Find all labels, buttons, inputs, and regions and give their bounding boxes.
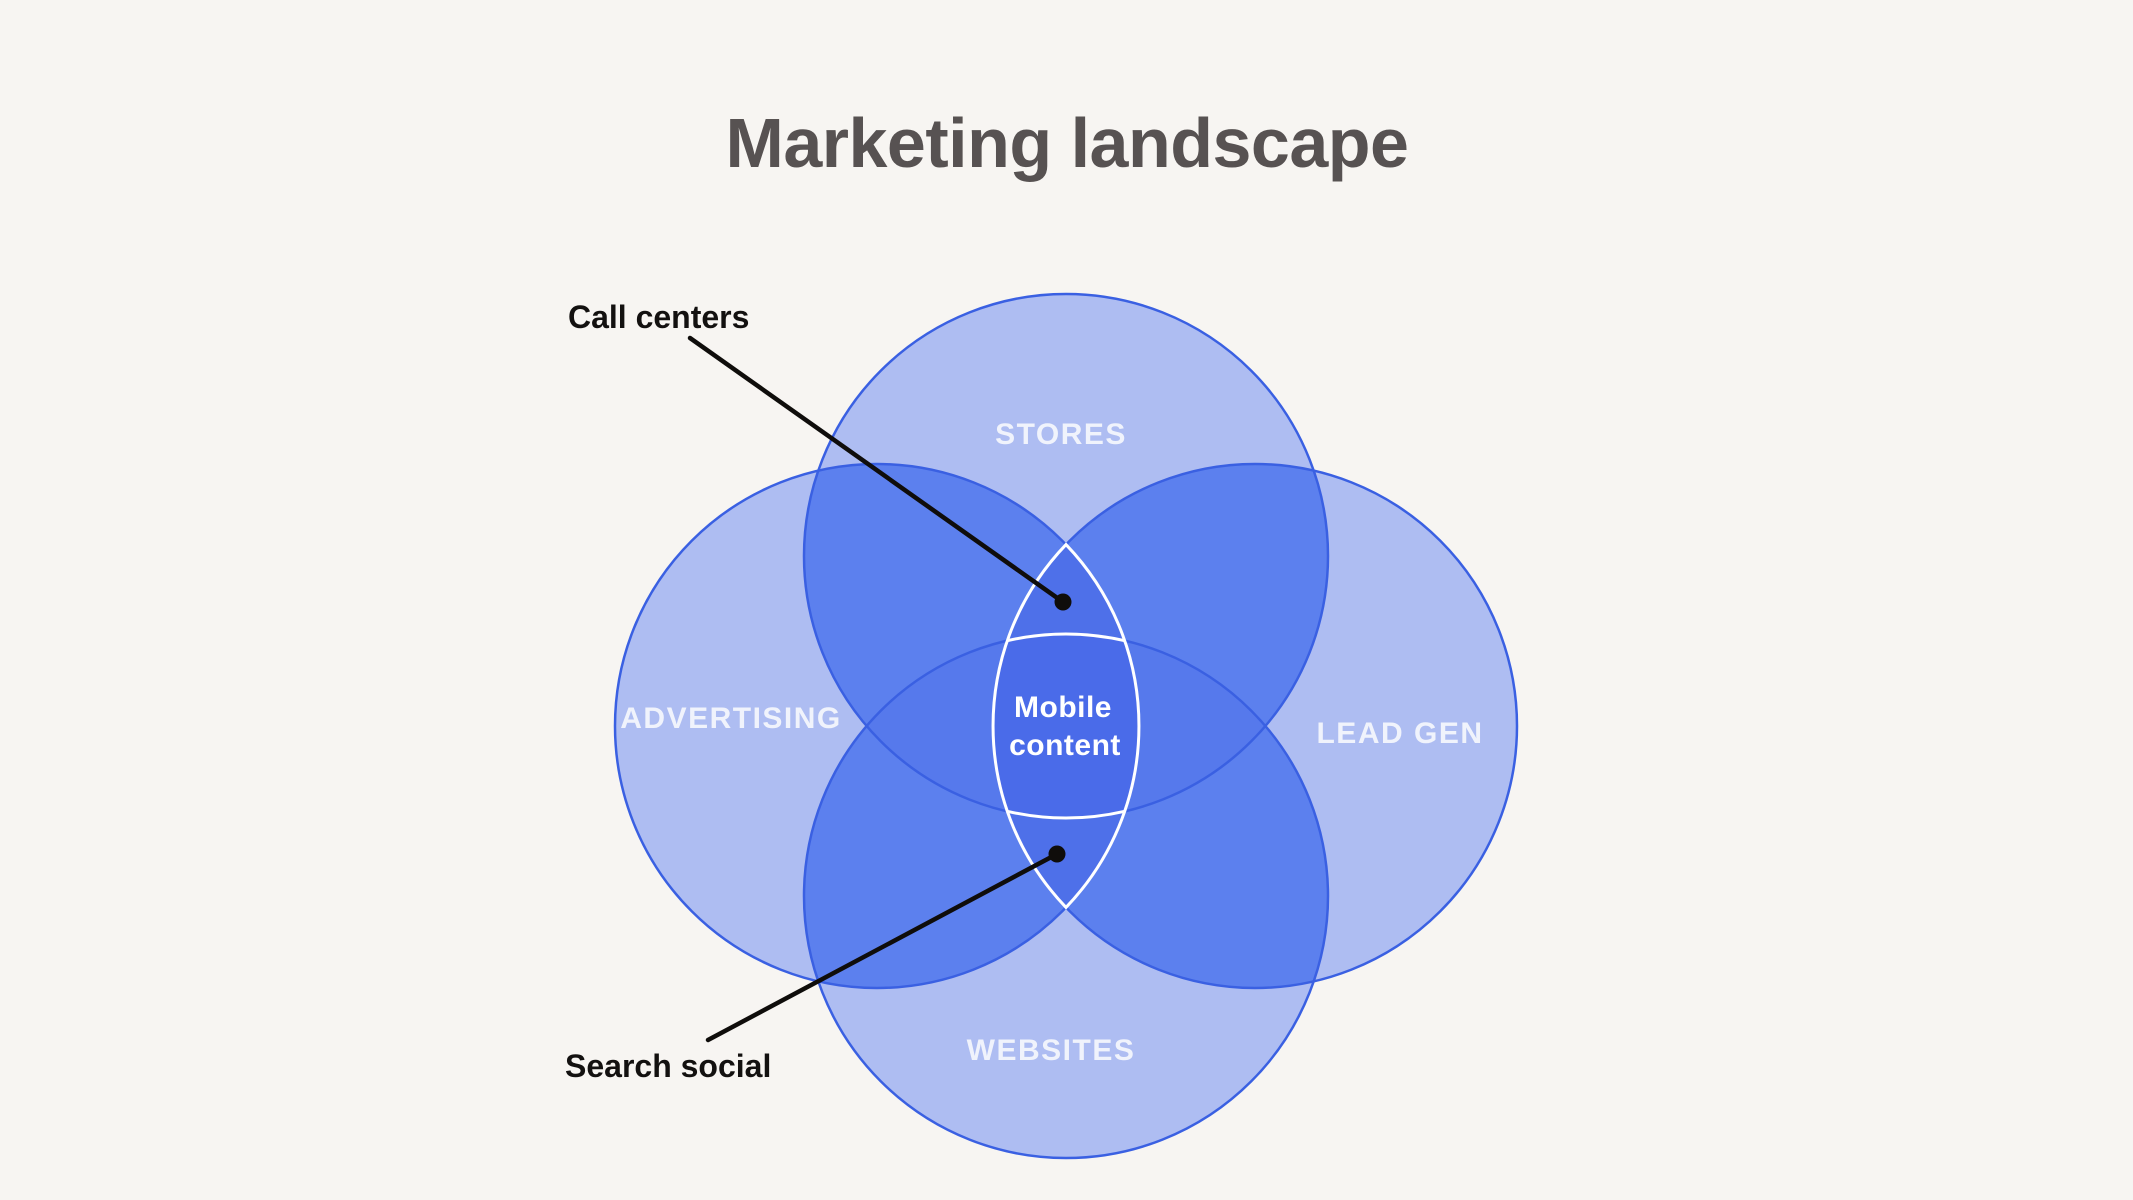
callout-search-social: Search social bbox=[565, 845, 1066, 1084]
center-label-line2: content bbox=[1009, 729, 1121, 762]
overlap-center-region bbox=[993, 634, 1139, 818]
center-label: Mobile content bbox=[1009, 691, 1121, 762]
center-label-line1: Mobile bbox=[1014, 691, 1112, 724]
center-lens-white-outlines bbox=[991, 542, 1141, 910]
search-social-pointer-dot bbox=[1048, 845, 1066, 863]
search-social-pointer-line bbox=[705, 851, 1060, 1043]
top-crossing-white-arc bbox=[1006, 632, 1126, 643]
vertical-lens-white-outline bbox=[991, 542, 1141, 910]
set-labels: STORES ADVERTISING LEAD GEN WEBSITES bbox=[620, 418, 1483, 1067]
call-centers-label: Call centers bbox=[568, 299, 749, 335]
leadgen-label: LEAD GEN bbox=[1316, 717, 1483, 750]
websites-label: WEBSITES bbox=[967, 1034, 1136, 1067]
call-centers-pointer-dot bbox=[1054, 593, 1072, 611]
search-social-label: Search social bbox=[565, 1048, 771, 1084]
callout-call-centers: Call centers bbox=[568, 299, 1072, 611]
stores-label: STORES bbox=[995, 418, 1127, 451]
page-title: Marketing landscape bbox=[726, 104, 1409, 182]
advertising-label: ADVERTISING bbox=[620, 702, 842, 735]
call-centers-pointer-line bbox=[687, 335, 1066, 605]
bottom-crossing-white-arc bbox=[1006, 809, 1126, 820]
